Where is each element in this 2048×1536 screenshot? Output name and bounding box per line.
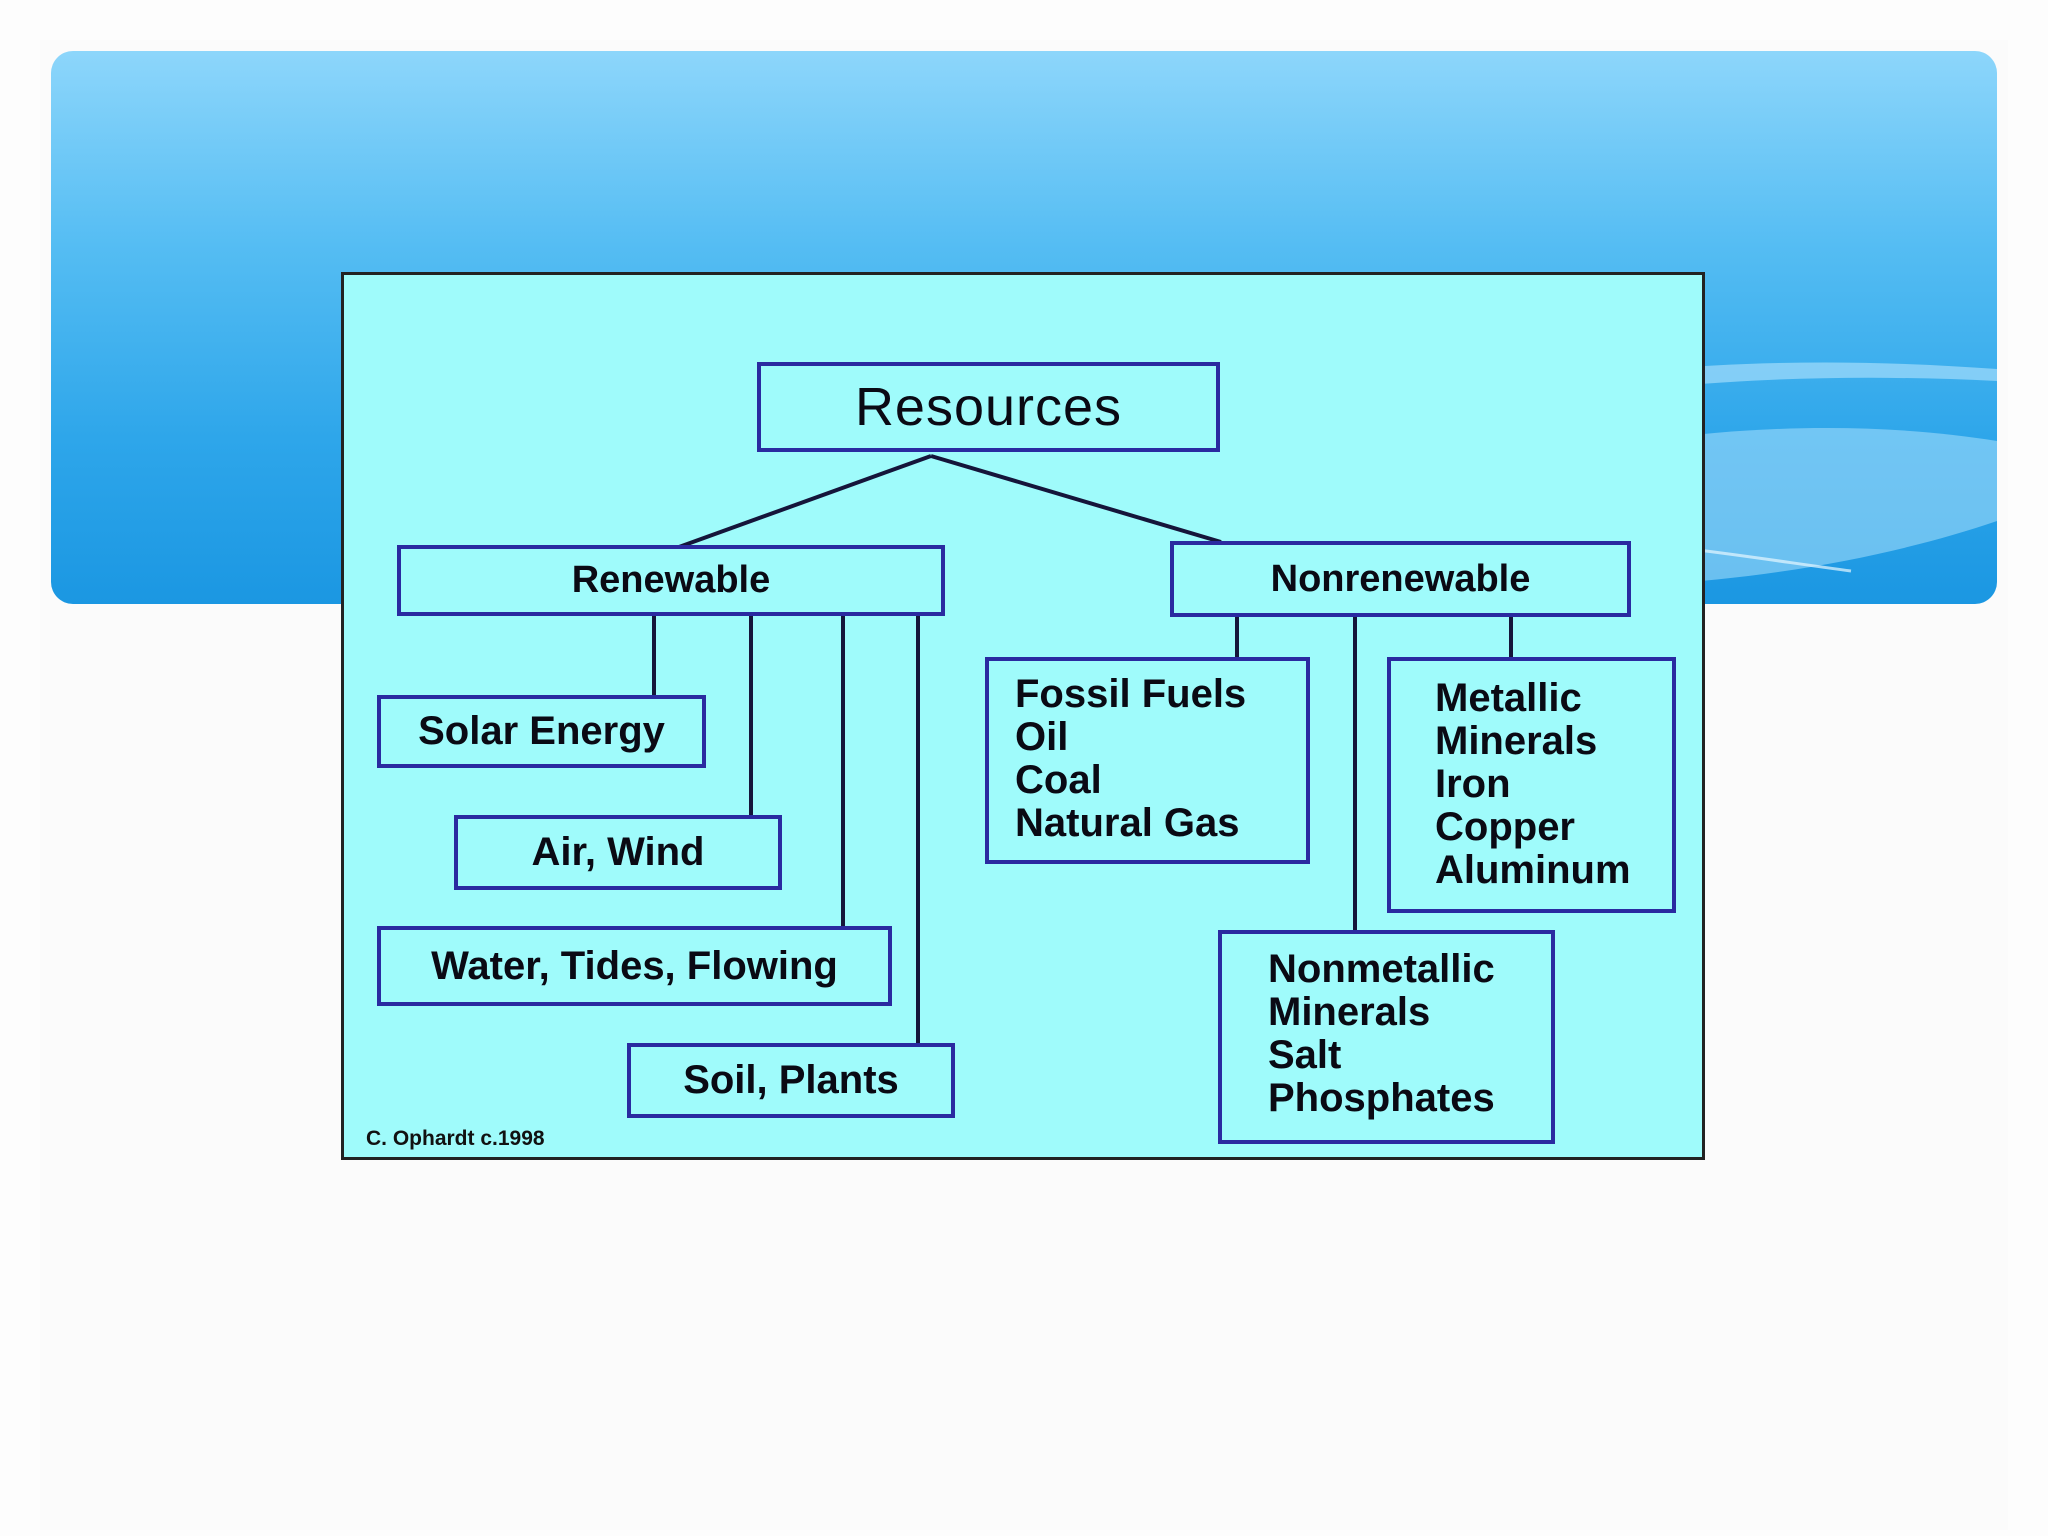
soil-plants-node: Soil, Plants — [627, 1043, 955, 1118]
nonrenewable-label: Nonrenewable — [1270, 557, 1531, 600]
soil-plants-label: Soil, Plants — [683, 1058, 899, 1102]
diagram-connectors — [652, 454, 1513, 1043]
phosphates-line: Phosphates — [1268, 1076, 1495, 1120]
water-tides-label: Water, Tides, Flowing — [431, 943, 838, 988]
oil-line: Oil — [1015, 715, 1069, 759]
nonmetallic-minerals-node: Nonmetallic Minerals Salt Phosphates — [1218, 930, 1555, 1144]
natural-gas-line: Natural Gas — [1015, 801, 1240, 845]
metallic-minerals-node: Metallic Minerals Iron Copper Aluminum — [1387, 657, 1676, 913]
resources-label: Resources — [854, 377, 1123, 437]
renewable-label: Renewable — [571, 559, 771, 601]
diagram-credit: C. Ophardt c.1998 — [366, 1127, 545, 1150]
fossil-fuels-node: Fossil Fuels Oil Coal Natural Gas — [985, 657, 1310, 864]
water-tides-node: Water, Tides, Flowing — [377, 926, 892, 1006]
air-wind-node: Air, Wind — [454, 815, 782, 890]
renewable-node: Renewable — [397, 545, 945, 616]
air-wind-label: Air, Wind — [531, 830, 705, 874]
nonmetallic-line: Nonmetallic — [1268, 947, 1495, 991]
resources-node: Resources — [757, 362, 1220, 452]
solar-energy-label: Solar Energy — [418, 709, 665, 753]
nonmetallic-minerals-line: Minerals — [1268, 990, 1431, 1034]
fossil-fuels-line: Fossil Fuels — [1015, 672, 1247, 716]
nonrenewable-node: Nonrenewable — [1170, 541, 1631, 617]
iron-line: Iron — [1435, 762, 1511, 806]
resources-diagram: Resources Renewable Nonrenewable Solar E… — [341, 272, 1705, 1160]
aluminum-line: Aluminum — [1435, 848, 1631, 892]
copper-line: Copper — [1435, 805, 1575, 849]
coal-line: Coal — [1015, 758, 1102, 802]
solar-energy-node: Solar Energy — [377, 695, 706, 768]
metallic-minerals-line: Minerals — [1435, 719, 1598, 763]
metallic-line: Metallic — [1435, 676, 1582, 720]
salt-line: Salt — [1268, 1033, 1342, 1077]
